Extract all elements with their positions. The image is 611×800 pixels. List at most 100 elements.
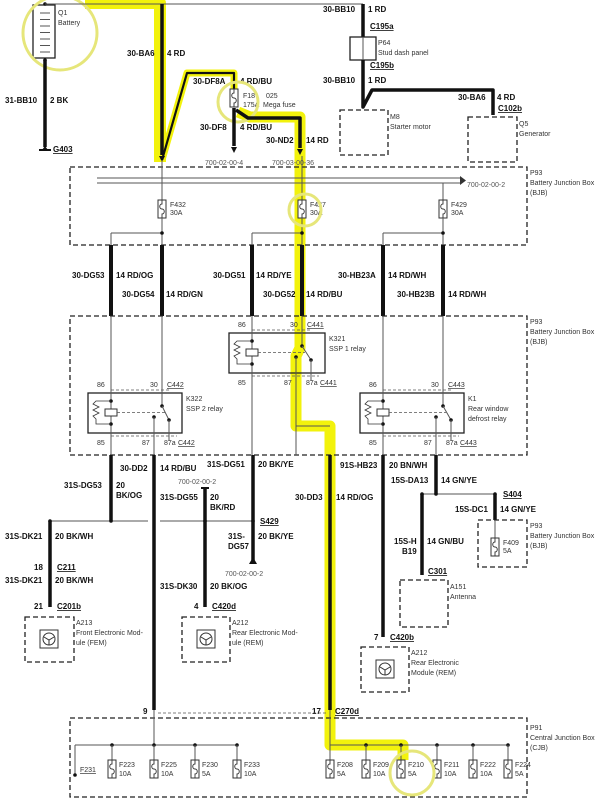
- cjb-fuse-icon: [149, 759, 159, 779]
- cjb-fuse-icon: [503, 759, 513, 779]
- module-glyph: [379, 666, 391, 675]
- label: 30-BB10: [323, 5, 356, 14]
- label: 30-DG52: [263, 290, 296, 299]
- label: 30-HB23B: [397, 290, 435, 299]
- label: 14 GN/YE: [441, 476, 478, 485]
- label: 7: [374, 633, 379, 642]
- relay-switch: [161, 405, 170, 421]
- label: 85: [238, 380, 246, 387]
- module-glyph: [200, 636, 212, 645]
- fuse-element: [398, 760, 404, 778]
- label: 20 BK/OG: [210, 582, 247, 591]
- cjb-fuse-icon: [190, 759, 200, 779]
- label: 10A: [119, 771, 132, 778]
- label: Rear window: [468, 406, 509, 413]
- label: 85: [369, 440, 377, 447]
- label: P91: [530, 725, 543, 732]
- relay-box: [228, 332, 326, 374]
- label: F409: [503, 540, 519, 547]
- fuse-element: [192, 760, 198, 778]
- label: A212: [411, 650, 427, 657]
- wire-circuit: 31-BB10: [5, 96, 38, 105]
- label: 10A: [373, 771, 386, 778]
- bjb-box: [477, 519, 528, 568]
- mega-fuse-icon: [229, 88, 239, 108]
- label: 30-HB23A: [338, 271, 376, 280]
- splice-dot: [160, 231, 164, 235]
- module-icon: [39, 629, 59, 649]
- label: F209: [373, 762, 389, 769]
- reference-label: 700-02-00-4: [205, 160, 243, 167]
- label: Rear Electronic: [411, 660, 459, 667]
- label: B19: [402, 547, 417, 556]
- label: A212: [232, 620, 248, 627]
- module-glyph: [43, 636, 55, 645]
- label: Battery Junction Box: [530, 329, 595, 336]
- label: 025: [266, 93, 278, 100]
- label: Antenna: [450, 594, 476, 601]
- label: A151: [450, 584, 466, 591]
- label: C443: [460, 440, 477, 447]
- label: 15S-DA13: [391, 476, 429, 485]
- label: C442: [167, 382, 184, 389]
- battery-name: Battery: [58, 20, 81, 27]
- label: 31S-DG53: [64, 481, 102, 490]
- label: 10A: [444, 771, 457, 778]
- label: S429: [260, 517, 279, 526]
- label: SSP 2 relay: [186, 406, 223, 413]
- label: F223: [119, 762, 135, 769]
- label: F427: [310, 202, 326, 209]
- label: C301: [428, 567, 448, 576]
- label: F18: [243, 93, 255, 100]
- fuse-element: [231, 89, 237, 107]
- label: 10A: [161, 771, 174, 778]
- label: (BJB): [530, 339, 548, 346]
- wire-path: [235, 108, 302, 148]
- label: C443: [448, 382, 465, 389]
- label: (BJB): [530, 543, 548, 550]
- label: 30-DG51: [213, 271, 246, 280]
- fuse-element: [470, 760, 476, 778]
- cjb-fuse-icon: [468, 759, 478, 779]
- label: 30-DG54: [122, 290, 155, 299]
- label: 4: [194, 602, 199, 611]
- label: F222: [480, 762, 496, 769]
- label: 5A: [515, 771, 524, 778]
- label: 14 RD/WH: [448, 290, 486, 299]
- label: 14 RD/GN: [166, 290, 203, 299]
- starter-motor-box: [339, 109, 389, 156]
- label: 1 RD: [368, 76, 386, 85]
- arrow-icon: [249, 557, 257, 564]
- cjb-fuse-icon: [396, 759, 406, 779]
- label: 30A: [451, 210, 464, 217]
- cjb-box: [69, 717, 528, 798]
- cjb-fuse-icon: [232, 759, 242, 779]
- relay-switch: [301, 345, 312, 361]
- circuit-highlight: [85, 0, 166, 162]
- label: 20 BK/YE: [258, 460, 294, 469]
- label: defrost relay: [468, 416, 507, 423]
- module-icon: [375, 659, 395, 679]
- label: 86: [238, 322, 246, 329]
- label: C102b: [498, 104, 522, 113]
- label: C420d: [212, 602, 236, 611]
- label: A213: [76, 620, 92, 627]
- bjb-fuse-icon: [490, 537, 500, 557]
- label: Q5: [519, 121, 528, 128]
- reference-label: 700-02-00-2: [467, 182, 505, 189]
- label: 31S-DK21: [5, 576, 43, 585]
- rem-box: [360, 646, 410, 693]
- label: BK/RD: [210, 503, 236, 512]
- label: ule (REM): [232, 640, 264, 647]
- label: 31S-DK21: [5, 532, 43, 541]
- label: 14 RD/YE: [256, 271, 292, 280]
- fem-box: [24, 616, 75, 663]
- relay-coil-icon: [92, 400, 111, 425]
- label: 17: [312, 707, 321, 716]
- label: 30-BA6: [458, 93, 486, 102]
- fuse-element: [492, 538, 498, 556]
- relay-coil-icon: [245, 348, 259, 357]
- label: 86: [97, 382, 105, 389]
- label: S404: [503, 490, 522, 499]
- label: 87: [284, 380, 292, 387]
